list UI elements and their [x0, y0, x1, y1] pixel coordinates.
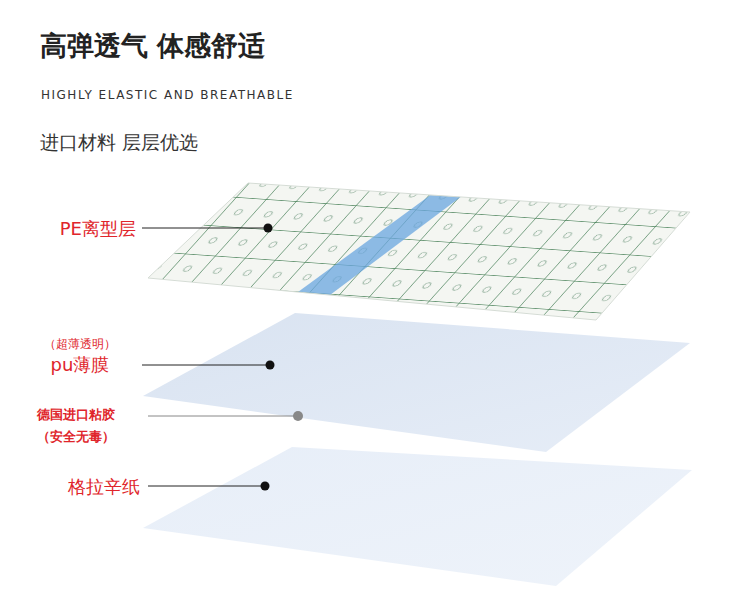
leader-dot: [266, 361, 275, 370]
leader-line: [148, 416, 296, 417]
leader-dot: [264, 224, 273, 233]
leader-line: [142, 228, 266, 229]
glassine-layer: [143, 447, 692, 586]
subtitle: HIGHLY ELASTIC AND BREATHABLE: [41, 88, 294, 102]
layer-label: pu薄膜: [51, 353, 110, 377]
pe-release-layer: [148, 183, 690, 320]
layer-label: PE离型层: [60, 217, 136, 241]
layer-label: 格拉辛纸: [68, 475, 140, 499]
layer-note: （超薄透明）: [44, 336, 116, 353]
layer-label: 德国进口粘胶: [37, 406, 115, 424]
leader-line: [142, 365, 268, 366]
layer-note: （安全无毒）: [37, 428, 115, 446]
heading: 高弹透气 体感舒适: [40, 28, 265, 64]
leader-dot: [293, 411, 303, 421]
leader-dot: [261, 482, 270, 491]
pu-film-layer: [143, 313, 690, 452]
subheading: 进口材料 层层优选: [40, 130, 198, 156]
leader-line: [148, 486, 263, 487]
